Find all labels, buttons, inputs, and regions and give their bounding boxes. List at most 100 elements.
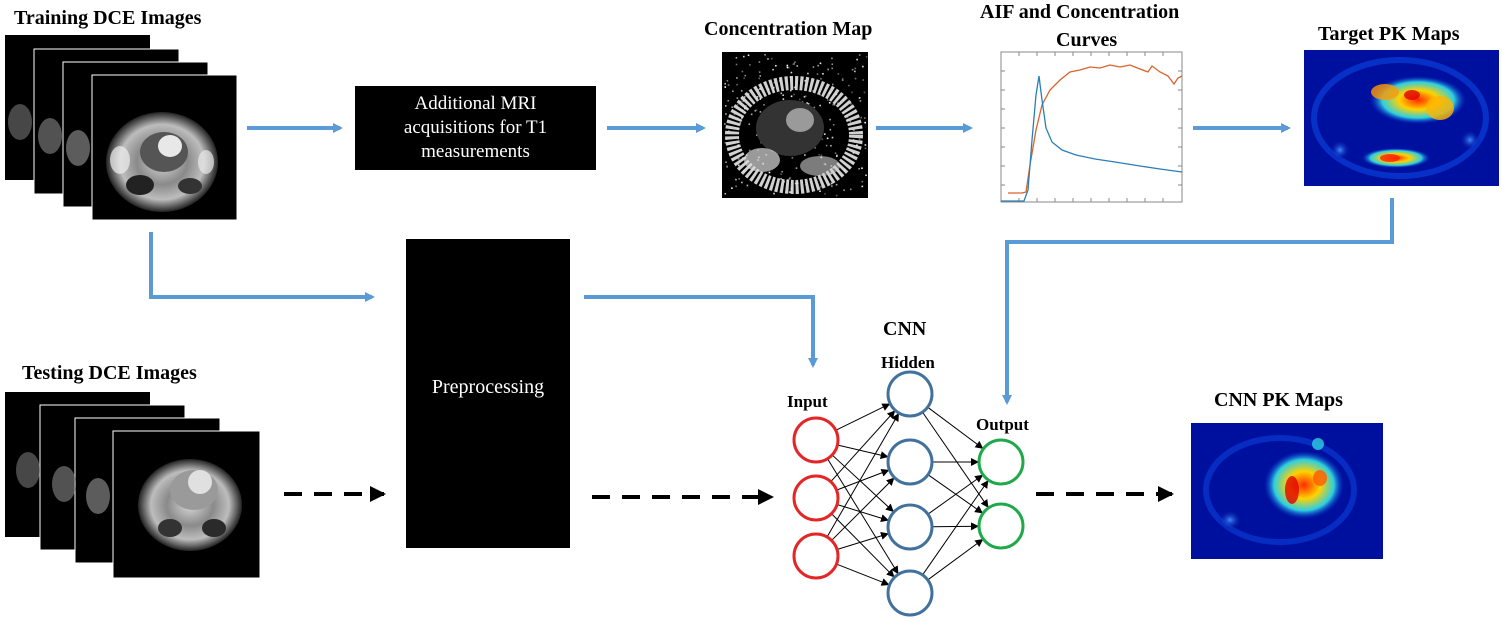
noise-speck bbox=[830, 144, 832, 147]
network-edge bbox=[836, 532, 889, 550]
noise-speck bbox=[858, 54, 861, 56]
noise-speck bbox=[740, 90, 743, 92]
arrow-preprocessing-to-input bbox=[584, 295, 818, 368]
noise-speck bbox=[738, 178, 740, 180]
noise-speck bbox=[786, 64, 789, 67]
noise-speck bbox=[780, 92, 783, 95]
network-edge bbox=[836, 504, 889, 522]
noise-speck bbox=[865, 174, 867, 177]
noise-speck bbox=[736, 77, 738, 79]
noise-speck bbox=[749, 64, 751, 66]
noise-speck bbox=[790, 71, 793, 74]
noise-speck bbox=[848, 84, 850, 87]
output-node bbox=[977, 438, 1025, 486]
network-edge bbox=[831, 513, 895, 578]
noise-speck bbox=[798, 98, 801, 101]
hidden-node bbox=[886, 503, 934, 551]
noise-speck bbox=[789, 191, 791, 193]
noise-speck bbox=[727, 84, 730, 86]
noise-speck bbox=[819, 190, 821, 193]
noise-speck bbox=[789, 176, 791, 179]
noise-speck bbox=[833, 103, 836, 106]
neural-network bbox=[792, 370, 1025, 617]
hidden-layer-label: Hidden bbox=[881, 353, 935, 372]
noise-speck bbox=[826, 137, 829, 140]
noise-speck bbox=[865, 56, 868, 58]
noise-speck bbox=[849, 120, 852, 123]
noise-speck bbox=[737, 157, 740, 160]
noise-speck bbox=[750, 113, 753, 116]
network-edge bbox=[830, 410, 896, 483]
noise-speck bbox=[837, 73, 840, 75]
noise-speck bbox=[804, 154, 806, 156]
noise-speck bbox=[830, 182, 833, 185]
network-edge bbox=[836, 563, 890, 586]
noise-speck bbox=[747, 54, 750, 57]
noise-speck bbox=[854, 67, 857, 70]
noise-speck bbox=[731, 187, 733, 189]
noise-speck bbox=[773, 192, 775, 195]
arrow-training-to-preprocessing bbox=[149, 232, 375, 302]
noise-speck bbox=[822, 72, 824, 75]
noise-speck bbox=[831, 57, 833, 60]
noise-speck bbox=[831, 67, 833, 70]
noise-speck bbox=[764, 54, 766, 56]
network-edge bbox=[931, 522, 980, 531]
noise-speck bbox=[864, 144, 867, 146]
aif-label-line2: Curves bbox=[1056, 29, 1118, 51]
noise-speck bbox=[792, 63, 795, 66]
noise-speck bbox=[863, 117, 866, 119]
noise-speck bbox=[862, 65, 864, 68]
arrow-target-to-output bbox=[1002, 198, 1394, 405]
noise-speck bbox=[756, 134, 758, 136]
noise-speck bbox=[759, 88, 761, 90]
noise-speck bbox=[758, 77, 761, 80]
noise-speck bbox=[816, 73, 819, 75]
noise-speck bbox=[770, 57, 773, 60]
testing-image-stack bbox=[5, 392, 261, 579]
noise-speck bbox=[767, 58, 769, 60]
noise-speck bbox=[861, 167, 863, 170]
network-edge bbox=[837, 444, 889, 460]
noise-speck bbox=[862, 79, 864, 81]
noise-speck bbox=[748, 123, 751, 126]
network-edge bbox=[922, 411, 989, 508]
noise-speck bbox=[803, 95, 806, 98]
noise-speck bbox=[786, 66, 789, 69]
noise-speck bbox=[759, 98, 762, 100]
noise-speck bbox=[834, 152, 837, 155]
mri-box-line2: acquisitions for T1 bbox=[403, 117, 548, 138]
noise-speck bbox=[804, 95, 807, 98]
noise-speck bbox=[736, 97, 739, 99]
noise-speck bbox=[725, 113, 727, 115]
noise-speck bbox=[725, 161, 727, 163]
noise-speck bbox=[727, 99, 730, 102]
noise-speck bbox=[733, 113, 736, 116]
noise-speck bbox=[735, 178, 737, 181]
noise-speck bbox=[736, 83, 738, 86]
noise-speck bbox=[819, 62, 822, 65]
noise-speck bbox=[743, 77, 746, 79]
noise-speck bbox=[768, 171, 771, 174]
noise-speck bbox=[831, 185, 833, 187]
noise-speck bbox=[846, 116, 849, 119]
noise-speck bbox=[829, 118, 831, 121]
noise-speck bbox=[793, 93, 795, 96]
network-edge bbox=[831, 477, 895, 541]
noise-speck bbox=[796, 65, 799, 67]
mri-acquisition-box: Additional MRI acquisitions for T1 measu… bbox=[355, 86, 596, 170]
noise-speck bbox=[828, 101, 831, 104]
noise-speck bbox=[856, 58, 858, 61]
concentration-map-image bbox=[722, 52, 868, 198]
testing-mri-slice bbox=[138, 459, 242, 551]
noise-speck bbox=[759, 75, 762, 77]
noise-speck bbox=[743, 96, 746, 98]
input-node bbox=[792, 416, 840, 464]
noise-speck bbox=[735, 185, 737, 188]
noise-speck bbox=[860, 116, 863, 119]
preprocessing-label: Preprocessing bbox=[431, 376, 545, 398]
noise-speck bbox=[851, 68, 854, 71]
noise-speck bbox=[819, 104, 822, 107]
network-edge bbox=[835, 403, 891, 431]
